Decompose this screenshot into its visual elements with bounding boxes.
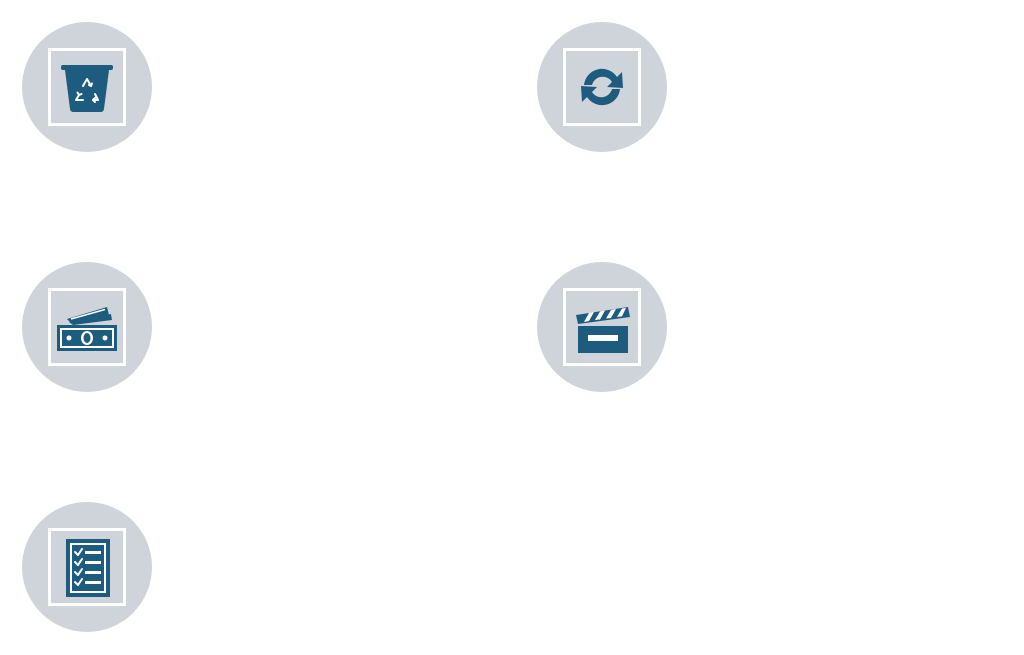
- refresh-icon: [581, 68, 623, 106]
- checklist-frame: [48, 528, 126, 606]
- clapperboard-tile: [537, 262, 667, 392]
- checklist-icon: [66, 539, 110, 597]
- refresh-tile: [537, 22, 667, 152]
- recycle-bin-tile: [22, 22, 152, 152]
- refresh-frame: [563, 48, 641, 126]
- money-icon: [57, 307, 117, 351]
- clapperboard-frame: [563, 288, 641, 366]
- clapperboard-icon: [576, 307, 630, 353]
- recycle-bin-frame: [48, 48, 126, 126]
- checklist-tile: [22, 502, 152, 632]
- money-tile: [22, 262, 152, 392]
- money-frame: [48, 288, 126, 366]
- recycle-bin-icon: [61, 65, 113, 112]
